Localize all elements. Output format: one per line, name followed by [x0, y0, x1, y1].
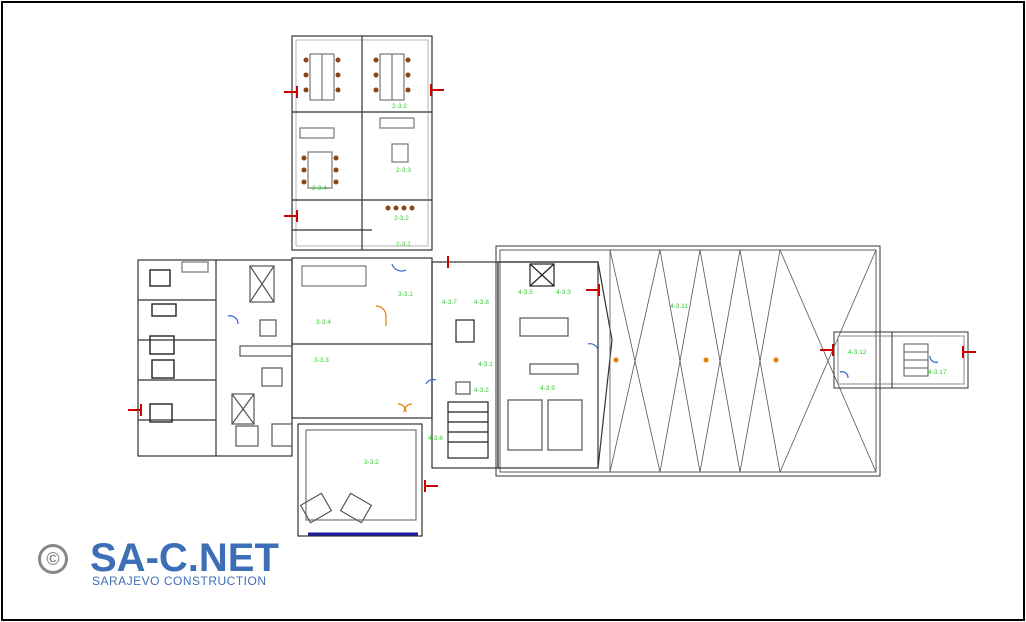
room-label: 2-3.2 — [392, 103, 407, 110]
west-block — [137, 259, 293, 457]
east-middle-block — [431, 261, 613, 469]
room-label: 3-3.4 — [316, 319, 331, 326]
room-label: 4-3.6 — [428, 435, 443, 442]
room-label: 4-3.1 — [478, 361, 493, 368]
room-label: 4-3.2 — [474, 387, 489, 394]
section-markers — [128, 84, 976, 492]
hall-markers — [613, 357, 779, 363]
room-label: 4-3.12 — [848, 349, 867, 356]
room-label: 4-3.3 — [556, 289, 571, 296]
room-label: 3-3.3 — [314, 357, 329, 364]
north-wing — [291, 35, 433, 251]
room-label: 2-3.1 — [396, 241, 411, 248]
watermark-name: SA-C.NET — [90, 536, 279, 580]
room-label: 3-3.1 — [398, 291, 413, 298]
room-label: 4-3.7 — [442, 299, 457, 306]
room-label: 2-3.3 — [396, 167, 411, 174]
large-hall — [495, 245, 881, 477]
room-label: 4-3.11 — [670, 303, 688, 310]
room-labels: 2-3.2 2-3.3 2-3.4 2-3.2 2-3.1 3-3.1 3-3.… — [312, 103, 947, 466]
east-annex — [833, 331, 969, 389]
door-swings — [227, 263, 939, 385]
west-beds — [149, 261, 209, 423]
watermark-subtitle: SARAJEVO CONSTRUCTION — [92, 574, 267, 588]
room-label: 4-3.9 — [540, 385, 555, 392]
room-label: 4-3.5 — [518, 289, 533, 296]
room-label: 3-3.2 — [364, 459, 379, 466]
room-label: 2-3.2 — [394, 215, 409, 222]
room-label: 4-3.17 — [928, 369, 947, 376]
watermark: © SA-C.NET SARAJEVO CONSTRUCTION — [38, 536, 308, 590]
room-label: 2-3.4 — [312, 185, 327, 192]
central-block — [291, 257, 433, 537]
room-label: 4-3.8 — [474, 299, 489, 306]
copyright-icon: © — [38, 544, 68, 574]
north-wing-chairs — [301, 57, 415, 211]
